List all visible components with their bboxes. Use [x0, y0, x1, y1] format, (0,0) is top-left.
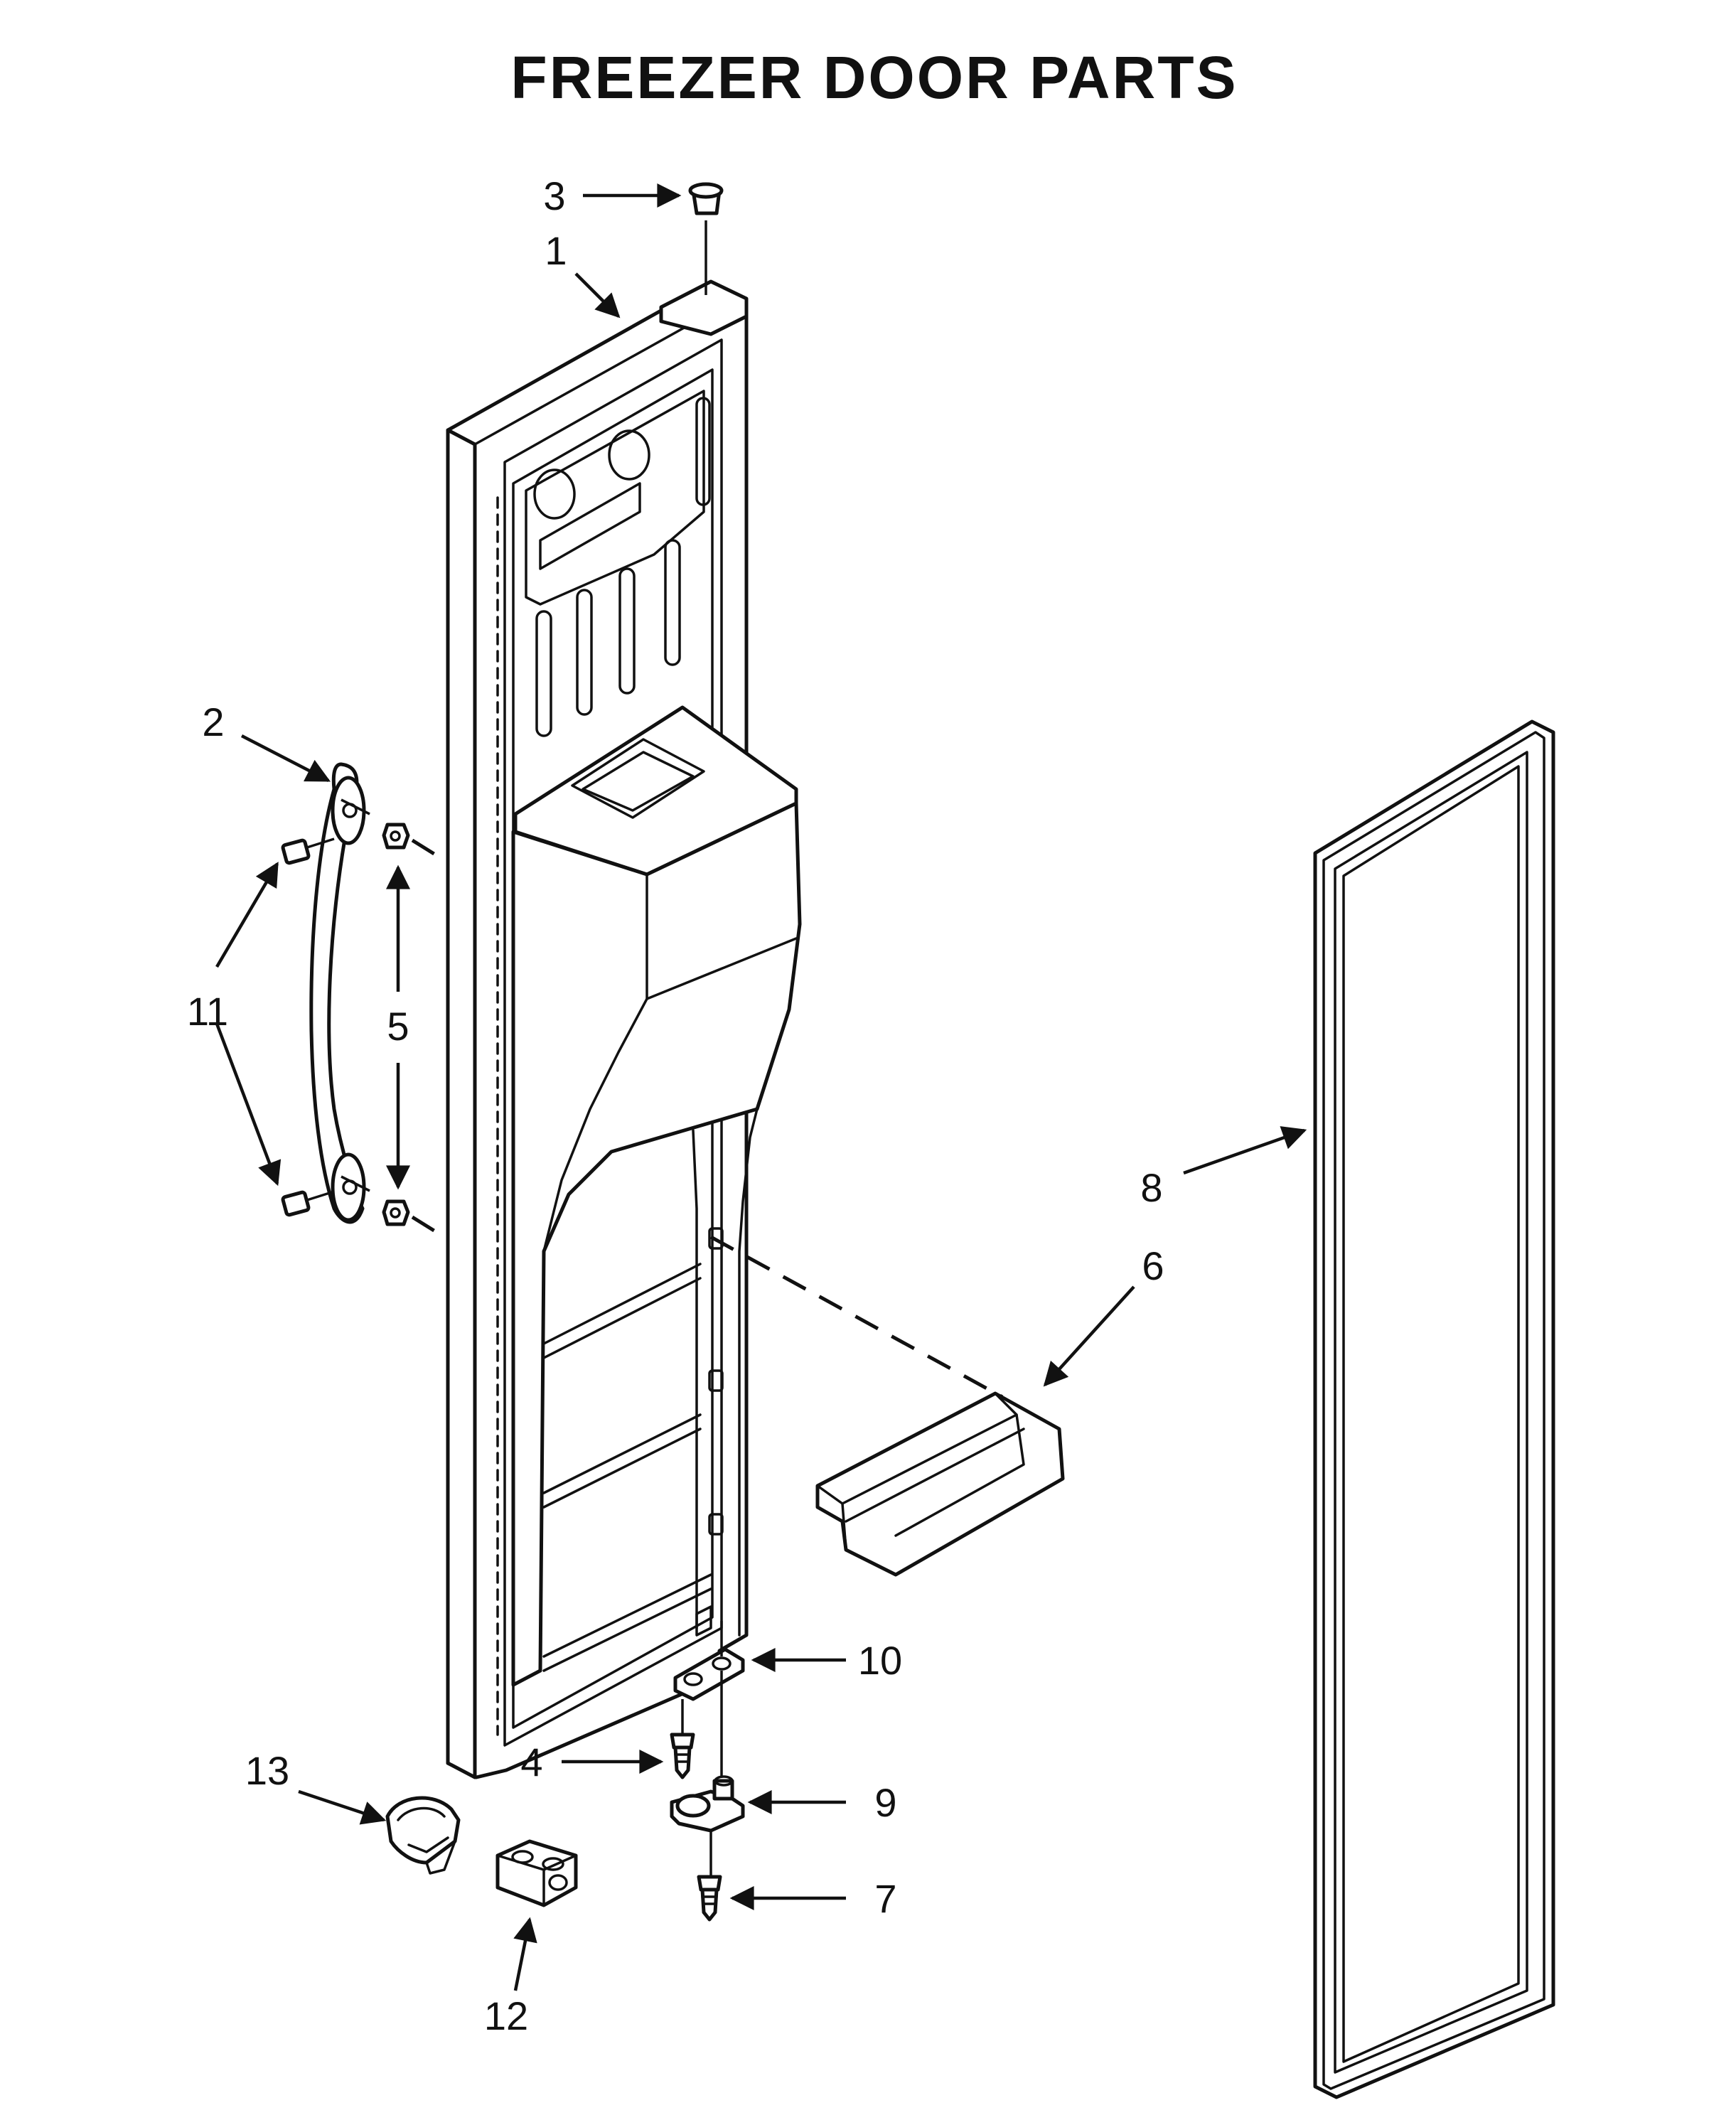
callout-10: 10 — [858, 1638, 902, 1683]
callout-6: 6 — [1142, 1243, 1164, 1288]
hinge-screw-upper — [670, 1733, 695, 1779]
callout-13: 13 — [245, 1748, 289, 1793]
hinge-cover — [495, 1839, 578, 1907]
callout-8: 8 — [1140, 1165, 1162, 1210]
bottom-hinge — [670, 1775, 745, 1877]
hinge-clip — [385, 1796, 461, 1875]
hinge-screw-lower — [697, 1875, 722, 1922]
callout-1: 1 — [545, 228, 567, 273]
callout-11: 11 — [187, 989, 228, 1034]
callout-9: 9 — [874, 1780, 896, 1825]
page-title: FREEZER DOOR PARTS — [510, 44, 1238, 111]
callout-3: 3 — [543, 173, 565, 218]
handle-mounting-studs — [341, 798, 446, 1239]
door-handle — [309, 762, 366, 1224]
callout-12: 12 — [484, 1993, 528, 2038]
callout-7: 7 — [874, 1876, 896, 1921]
callout-5: 5 — [387, 1004, 409, 1049]
callout-labels: 3 1 2 11 5 8 6 10 4 9 7 13 12 — [187, 173, 1164, 2038]
freezer-door-assembly — [446, 279, 802, 1779]
leader-lines — [215, 183, 1307, 1991]
door-bin — [709, 1235, 1065, 1577]
top-hinge-bushing — [688, 182, 724, 295]
callout-2: 2 — [202, 700, 224, 744]
bottom-hinge-bracket — [673, 1621, 745, 1777]
door-gasket — [1313, 719, 1555, 2099]
callout-4: 4 — [520, 1740, 542, 1784]
handle-set-screws — [281, 837, 335, 1217]
